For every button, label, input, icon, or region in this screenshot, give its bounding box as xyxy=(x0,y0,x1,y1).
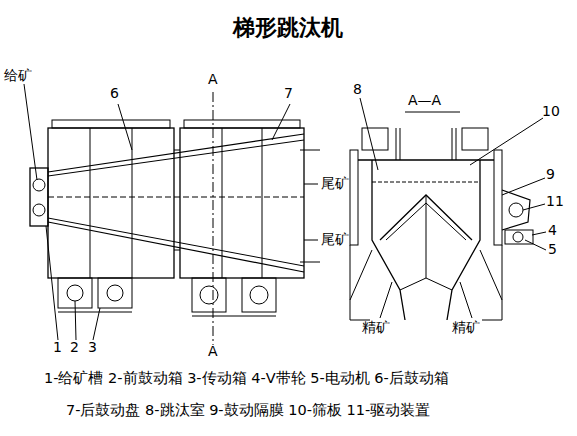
legend-line: 7-后鼓动盘 8-跳汰室 9-鼓动隔膜 10-筛板 11-驱动装置 xyxy=(66,403,430,419)
callout-number: 5 xyxy=(548,242,557,257)
concentrate-label: 精矿 xyxy=(362,320,390,335)
concentrate-label: 精矿 xyxy=(452,320,480,335)
callout-number: 6 xyxy=(110,86,119,101)
callout-number: 4 xyxy=(548,223,557,238)
callout-number: 1 xyxy=(53,340,62,355)
callout-number: 8 xyxy=(353,82,362,97)
callout-number: 7 xyxy=(284,86,293,101)
callout-number: 10 xyxy=(542,104,560,119)
plan-view xyxy=(24,84,320,345)
section-view xyxy=(350,98,546,320)
section-mark: A xyxy=(208,344,218,359)
section-mark: A xyxy=(208,72,218,87)
section-title: A—A xyxy=(408,93,441,108)
legend-line: 1-给矿槽 2-前鼓动箱 3-传动箱 4-V带轮 5-电动机 6-后鼓动箱 xyxy=(44,371,449,387)
feed-label: 给矿 xyxy=(4,68,32,83)
tailings-label: 尾矿 xyxy=(321,232,349,247)
callout-number: 2 xyxy=(70,340,79,355)
callout-number: 3 xyxy=(88,340,97,355)
title: 梯形跳汰机 xyxy=(233,16,343,40)
callout-number: 11 xyxy=(546,194,564,209)
tailings-label: 尾矿 xyxy=(321,176,349,191)
callout-number: 9 xyxy=(546,167,555,182)
